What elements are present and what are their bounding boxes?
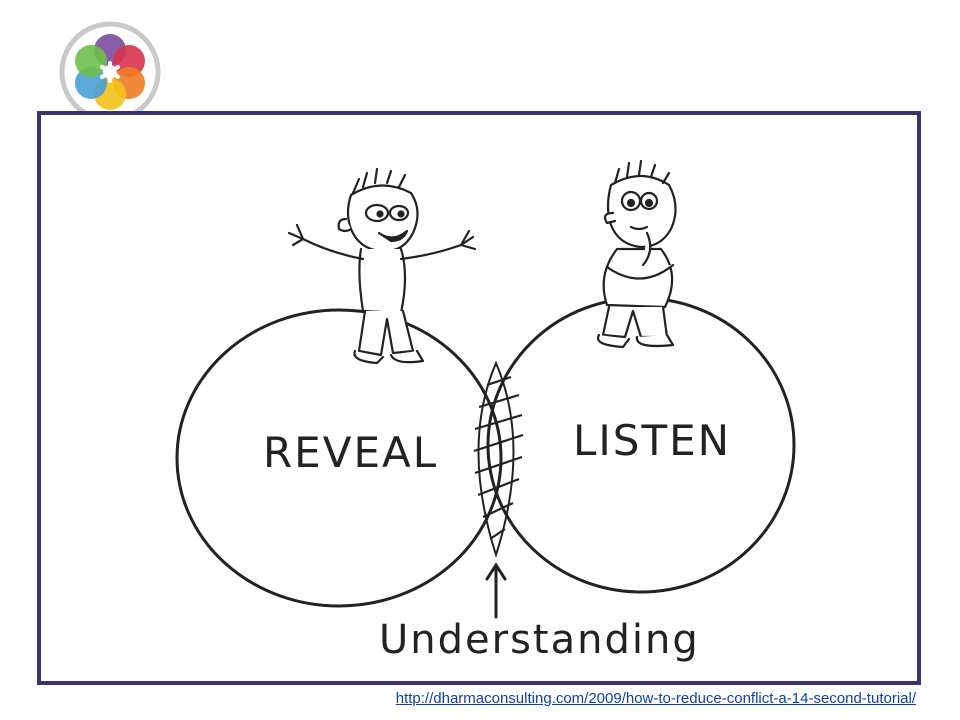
venn-cartoon: REVEAL LISTEN Understanding [175, 159, 796, 663]
understanding-caption: Understanding [379, 617, 700, 663]
source-url-link[interactable]: http://dharmaconsulting.com/2009/how-to-… [395, 690, 916, 707]
reveal-label: REVEAL [263, 428, 438, 477]
logo-petals [75, 34, 145, 110]
flower-logo-icon [59, 21, 161, 123]
listen-label: LISTEN [573, 416, 731, 465]
cartoon-frame: REVEAL LISTEN Understanding [37, 111, 921, 685]
overlap-hatching [473, 360, 524, 559]
speaking-character [287, 167, 477, 365]
reveal-circle [175, 308, 503, 608]
listening-character [596, 159, 677, 349]
asterisk-icon [100, 61, 120, 83]
up-arrow-icon [485, 562, 507, 619]
